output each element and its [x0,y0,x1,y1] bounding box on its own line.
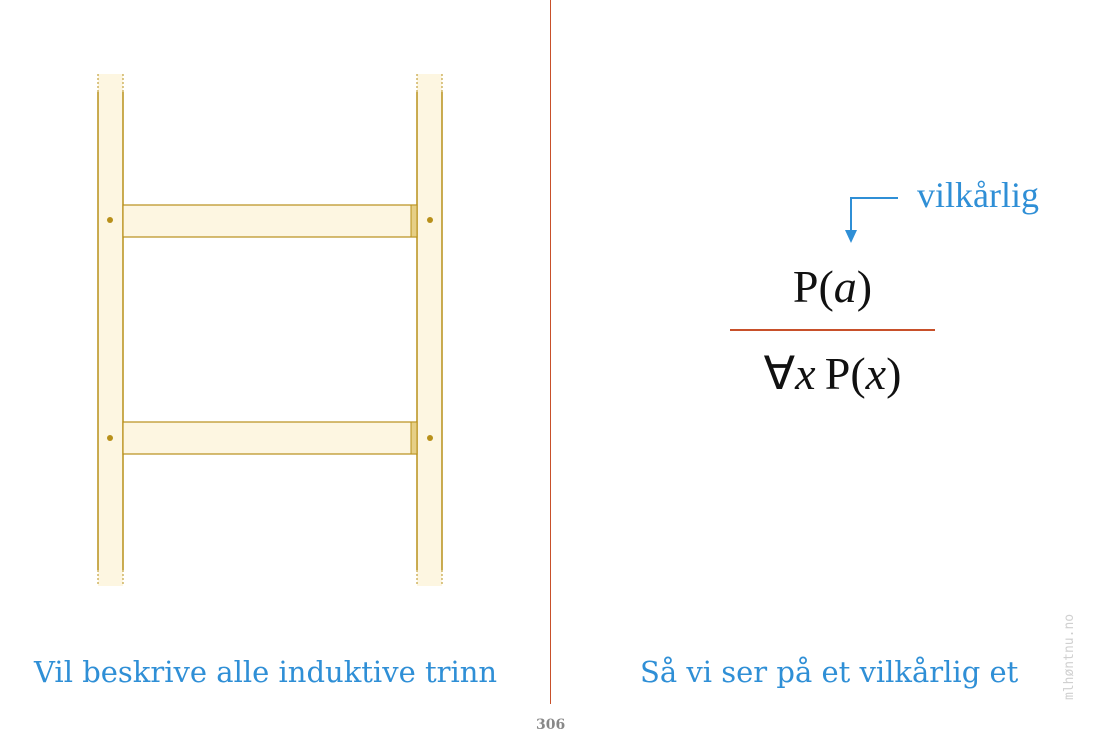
conclusion-close-paren: ) [886,348,902,399]
ladder-left-rail [98,74,123,586]
caption-left: Vil beskrive alle induktive trinn [34,655,498,689]
page-number: 306 [536,717,566,733]
conclusion-quantifier: ∀ [763,348,796,399]
conclusion-variable: x [865,348,887,399]
ladder-rung-upper [122,204,418,238]
ladder-rung-lower [122,421,418,455]
formula-premise: P(a) [730,260,935,313]
inference-rule-line [730,329,935,331]
ladder-diagram [97,74,443,586]
ladder-right-rail [417,74,442,586]
caption-right: Så vi ser på et vilkårlig et [640,655,1019,689]
conclusion-open-paren: ( [850,348,866,399]
ladder-bolt [427,435,433,441]
ladder-bolt [107,217,113,223]
ladder-bolt [107,435,113,441]
premise-close-paren: ) [856,261,873,312]
ladder-rung-lower-end [410,421,418,455]
conclusion-predicate: P [824,348,851,399]
annotation-arrow [845,197,898,243]
premise-predicate: P [792,261,819,312]
center-divider [550,0,551,704]
watermark: mlhøntnu.no [1062,613,1077,700]
ladder-rung-upper-end [410,204,418,238]
annotation-label: vilkårlig [917,175,1039,215]
formula-conclusion: ∀x P(x) [730,346,935,400]
premise-open-paren: ( [818,261,834,312]
premise-variable: a [833,261,857,312]
conclusion-bound-variable: x [795,348,816,399]
ladder-bolt [427,217,433,223]
